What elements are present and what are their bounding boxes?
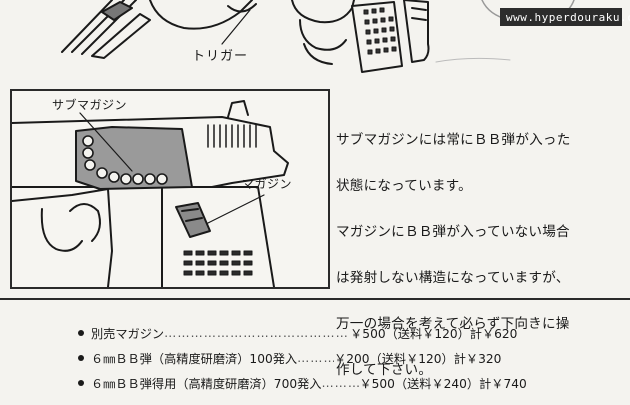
- description-line: 状態になっています。: [336, 178, 472, 194]
- price-item-name: ６㎜ＢＢ弾得用（高精度研磨済）700発入: [91, 376, 322, 391]
- watermark: www.hyperdouraku.com: [506, 11, 630, 24]
- pistol-grip-illustration: [61, 0, 622, 73]
- description-line: は発射しない構造になっていますが、: [336, 270, 570, 286]
- bullet-icon: [78, 329, 84, 336]
- description-line: 万一の場合を考えて必らず下向きに操: [336, 316, 570, 332]
- description-line: マガジンにＢＢ弾が入っていない場合: [336, 224, 570, 240]
- sub-magazine-label: サブマガジン: [52, 98, 128, 112]
- leader-dots: …………………: [297, 350, 335, 365]
- bullet-icon: [78, 379, 84, 386]
- bullet-icon: [78, 354, 84, 361]
- price-list-item: ６㎜ＢＢ弾（高精度研磨済）100発入 ………………… ￥200（送料￥120）計…: [78, 345, 527, 370]
- pistol-cutaway-illustration: [12, 100, 289, 287]
- magazine-label: マガジン: [242, 177, 293, 191]
- cutaway-diagram: サブマガジン マガジン: [10, 89, 330, 289]
- price-item-price: ￥500（送料￥120）計￥620: [350, 326, 518, 341]
- price-item-price: ￥200（送料￥120）計￥320: [334, 351, 502, 366]
- leader-dots: …………………: [321, 375, 360, 390]
- description-line: サブマガジンには常にＢＢ弾が入った: [336, 132, 571, 148]
- price-list-item: 別売マガジン …………………………………… ￥500（送料￥120）計￥620: [78, 320, 527, 345]
- description-text: サブマガジンには常にＢＢ弾が入った 状態になっています。 マガジンにＢＢ弾が入っ…: [336, 106, 626, 405]
- price-list: 別売マガジン …………………………………… ￥500（送料￥120）計￥620 …: [78, 320, 527, 395]
- price-item-name: ６㎜ＢＢ弾（高精度研磨済）100発入: [91, 351, 298, 366]
- trigger-label: トリガー: [192, 49, 249, 64]
- section-divider: [0, 298, 630, 300]
- leader-dots: ……………………………………: [164, 325, 349, 340]
- price-list-item: ６㎜ＢＢ弾得用（高精度研磨済）700発入 ………………… ￥500（送料￥240…: [78, 370, 527, 395]
- description-line: 作して下さい。: [336, 362, 433, 378]
- price-item-price: ￥500（送料￥240）計￥740: [359, 376, 527, 391]
- price-item-name: 別売マガジン: [91, 326, 165, 341]
